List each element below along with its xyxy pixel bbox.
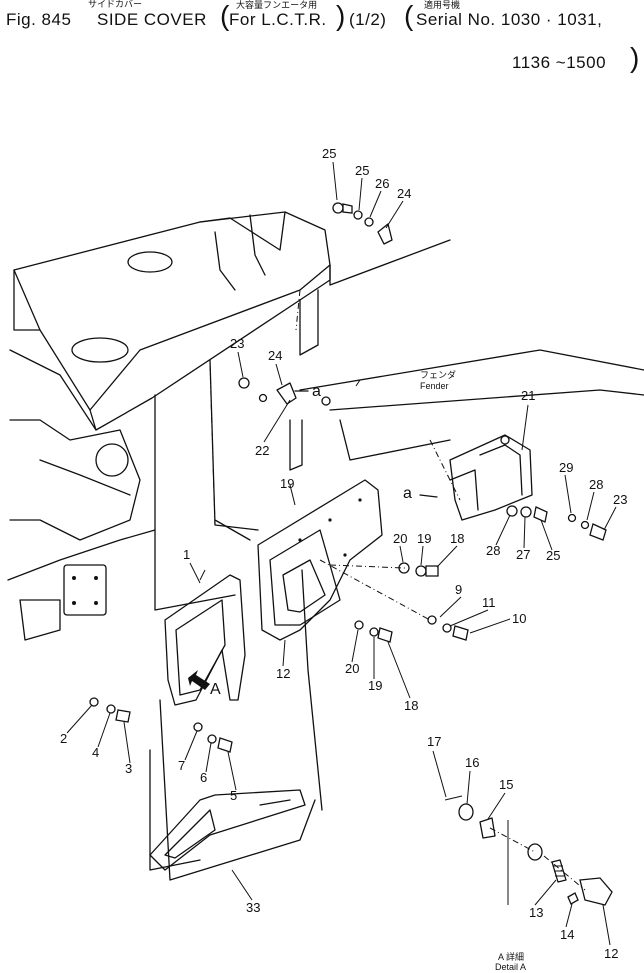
callout-28: 24 — [268, 348, 282, 363]
sheet-number: (1/2) — [349, 10, 387, 29]
detail-a-kana: A 詳細 — [498, 951, 524, 962]
callout-23: 25 — [546, 548, 560, 563]
figure-number: Fig. 845 — [6, 10, 72, 29]
callout-15: 15 — [499, 777, 513, 792]
cover-part-1 — [149, 519, 323, 881]
callout-4: 4 — [92, 745, 99, 760]
ref-a-lower-arrow — [419, 494, 438, 498]
serial-open-paren: ( — [404, 0, 414, 31]
serial-close-paren: ) — [630, 42, 640, 73]
title-kana: サイドカバー — [88, 0, 143, 9]
callout-17: 17 — [427, 734, 441, 749]
detail-a-latch — [444, 795, 613, 906]
detail-a-label: Detail A — [495, 962, 526, 972]
callout-25-left: 28 — [486, 543, 500, 558]
box-part-21 — [449, 434, 533, 521]
callout-24-left: 27 — [516, 547, 530, 562]
callout-12-detail: 12 — [604, 946, 618, 961]
callout-12-mid: 12 — [276, 666, 290, 681]
callout-19-upper: 19 — [417, 531, 431, 546]
ref-a-upper: a — [312, 383, 321, 400]
callout-leaders — [66, 161, 617, 946]
fender-kana: フェンダ — [420, 369, 456, 380]
callout-21: 21 — [521, 388, 535, 403]
serial-line-1: Serial No. 1030 · 1031, — [416, 10, 603, 29]
cover-part-33 — [149, 789, 306, 871]
callout-8: 19 — [280, 476, 294, 491]
fender-label: Fender — [420, 381, 449, 391]
callout-20-lower: 20 — [345, 661, 359, 676]
variant-kana: 大容量フンエータ用 — [236, 0, 318, 10]
cover-part-8 — [257, 479, 383, 641]
callout-16: 16 — [465, 755, 479, 770]
variant-label: For L.C.T.R. — [229, 10, 327, 29]
callout-10: 10 — [512, 611, 526, 626]
callout-31: 25 — [355, 163, 369, 178]
machine-body — [7, 211, 644, 641]
callout-32: 26 — [375, 176, 389, 191]
callout-26: 22 — [255, 443, 269, 458]
view-arrow-label: A — [210, 681, 221, 698]
page-title: SIDE COVER — [97, 10, 207, 29]
callout-9: 9 — [455, 582, 462, 597]
serial-line-2: 1136 ~1500 — [512, 53, 607, 72]
callout-2: 2 — [60, 731, 67, 746]
callout-13: 13 — [529, 905, 543, 920]
serial-kana: 適用号機 — [424, 0, 461, 10]
callout-5: 5 — [230, 788, 237, 803]
callout-24-right: 28 — [589, 477, 603, 492]
callout-22: 23 — [613, 492, 627, 507]
callout-18-upper: 18 — [450, 531, 464, 546]
callout-numbers: 25 25 26 24 23 24 22 21 19 29 28 23 28 2… — [60, 146, 627, 961]
callout-11: 11 — [482, 595, 496, 610]
leader-lines — [199, 289, 586, 891]
variant-open-paren: ( — [220, 0, 230, 31]
callout-6: 6 — [200, 770, 207, 785]
callout-14: 14 — [560, 927, 574, 942]
callout-19-lower: 19 — [368, 678, 382, 693]
callout-18-lower: 18 — [404, 698, 418, 713]
callout-3: 3 — [125, 761, 132, 776]
callout-29: 24 — [397, 186, 411, 201]
ref-a-lower: a — [403, 485, 412, 502]
callout-7: 7 — [178, 758, 185, 773]
callout-33: 33 — [246, 900, 260, 915]
variant-close-paren: ) — [336, 0, 346, 31]
view-arrow-a: A — [188, 670, 221, 698]
callout-20-upper: 20 — [393, 531, 407, 546]
fasteners — [89, 202, 607, 753]
callout-1: 1 — [183, 547, 190, 562]
callout-27: 23 — [230, 336, 244, 351]
callout-25-right: 29 — [559, 460, 573, 475]
callout-30: 25 — [322, 146, 336, 161]
